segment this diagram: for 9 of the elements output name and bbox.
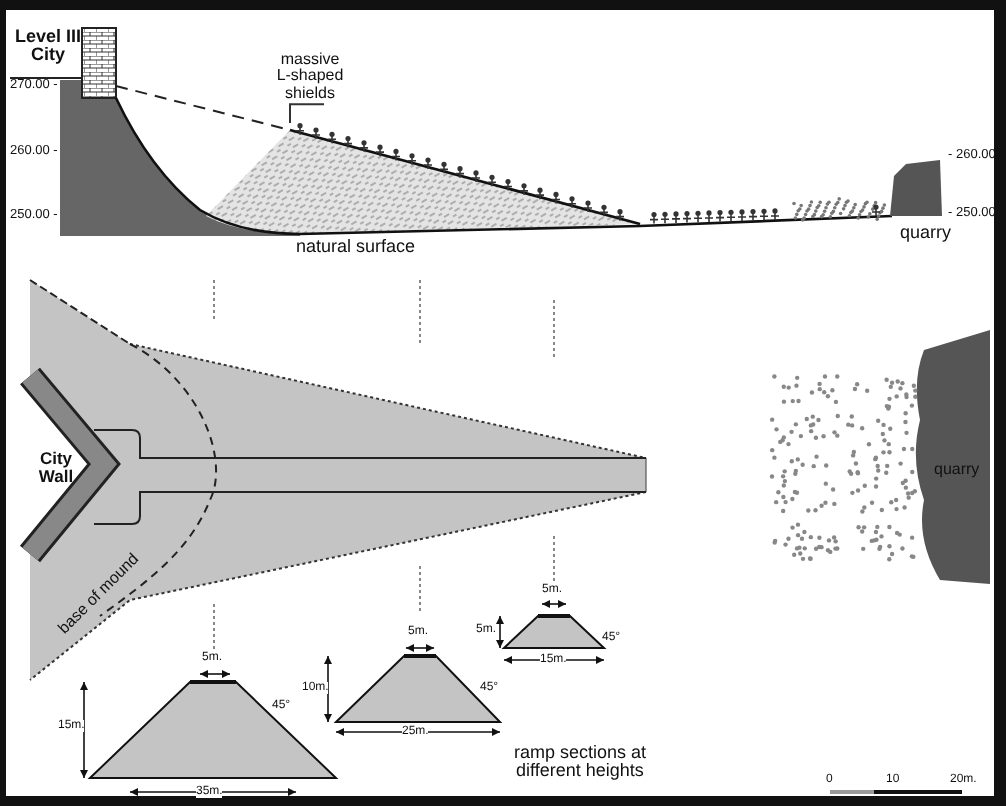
leader-line	[289, 103, 325, 125]
place-label: Level III City	[12, 28, 84, 66]
place-label: quarry	[934, 462, 980, 479]
surface-label: natural surface	[296, 238, 416, 257]
place-label: City Wall	[36, 450, 76, 486]
shield-row-drawing	[295, 123, 881, 225]
caption-text: ramp sections at different heights	[511, 744, 649, 782]
callout-text: massive L-shaped shields	[274, 52, 346, 103]
place-label: quarry	[900, 224, 952, 243]
